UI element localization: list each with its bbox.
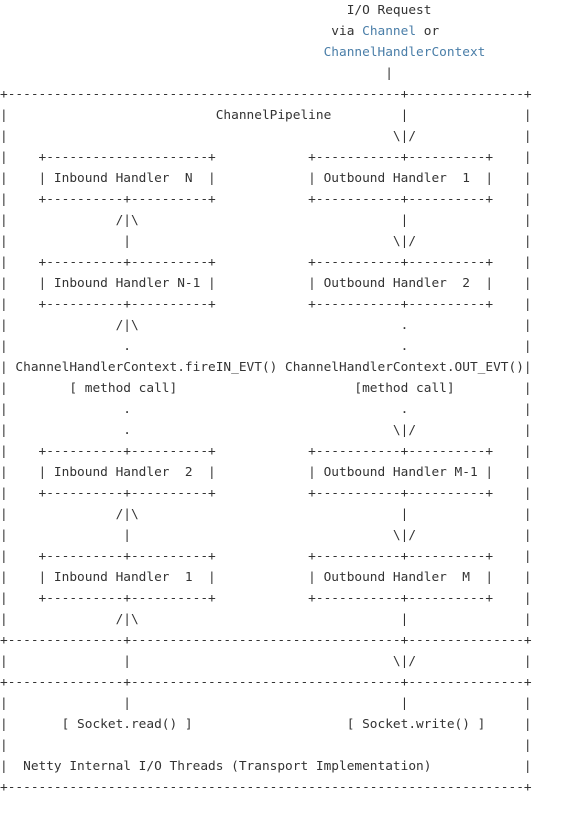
diagram-line: | \|/ | <box>0 129 532 144</box>
diagram-line: +---------------+-----------------------… <box>0 675 532 690</box>
diagram-line: | /|\ | | <box>0 612 532 627</box>
diagram-line: | /|\ . | <box>0 318 532 333</box>
diagram-line: +---------------------------------------… <box>0 780 532 795</box>
diagram-line: | +----------+----------+ +-----------+-… <box>0 549 532 564</box>
diagram-line: | +---------------------+ +-----------+-… <box>0 150 532 165</box>
diagram-line: | [ method call] [method call] | <box>0 381 532 396</box>
diagram-line: | . . | <box>0 402 532 417</box>
diagram-line: | +----------+----------+ +-----------+-… <box>0 192 532 207</box>
diagram-line: | /|\ | | <box>0 507 532 522</box>
diagram-line: ChannelHandlerContext <box>0 42 486 63</box>
diagram-line: | <box>0 66 393 81</box>
diagram-line: | | Inbound Handler N | | Outbound Handl… <box>0 171 532 186</box>
diagram-line: +---------------+-----------------------… <box>0 633 532 648</box>
diagram-line: | [ Socket.read() ] [ Socket.write() ] | <box>0 717 532 732</box>
diagram-line: | +----------+----------+ +-----------+-… <box>0 444 532 459</box>
diagram-line: +---------------------------------------… <box>0 87 532 102</box>
diagram-line: | | Inbound Handler 2 | | Outbound Handl… <box>0 465 532 480</box>
diagram-line: | +----------+----------+ +-----------+-… <box>0 297 532 312</box>
diagram-line: | /|\ | | <box>0 213 532 228</box>
or-text: or <box>416 24 440 39</box>
diagram-line: | ChannelHandlerContext.fireIN_EVT() Cha… <box>0 360 532 375</box>
channel-link[interactable]: Channel <box>362 24 417 39</box>
diagram-line: | +----------+----------+ +-----------+-… <box>0 255 532 270</box>
diagram-line: via Channel or <box>0 21 439 42</box>
diagram-line: | | Inbound Handler N-1 | | Outbound Han… <box>0 276 532 291</box>
diagram-line: | Netty Internal I/O Threads (Transport … <box>0 759 532 774</box>
diagram-line: | | <box>0 738 532 753</box>
channel-handler-context-link[interactable]: ChannelHandlerContext <box>323 45 486 60</box>
diagram-line: | | Inbound Handler 1 | | Outbound Handl… <box>0 570 532 585</box>
diagram-line: | | | | <box>0 696 532 711</box>
diagram-line: | ChannelPipeline | | <box>0 108 532 123</box>
diagram-line-prefix: via <box>0 24 363 39</box>
diagram-line: | +----------+----------+ +-----------+-… <box>0 486 532 501</box>
diagram-line: | . \|/ | <box>0 423 532 438</box>
diagram-line: | | \|/ | <box>0 654 532 669</box>
diagram-line: | | \|/ | <box>0 234 532 249</box>
diagram-line-prefix <box>0 45 324 60</box>
diagram-line: | | \|/ | <box>0 528 532 543</box>
diagram-line: | +----------+----------+ +-----------+-… <box>0 591 532 606</box>
diagram-line: I/O Request <box>0 3 432 18</box>
diagram-line: | . . | <box>0 339 532 354</box>
